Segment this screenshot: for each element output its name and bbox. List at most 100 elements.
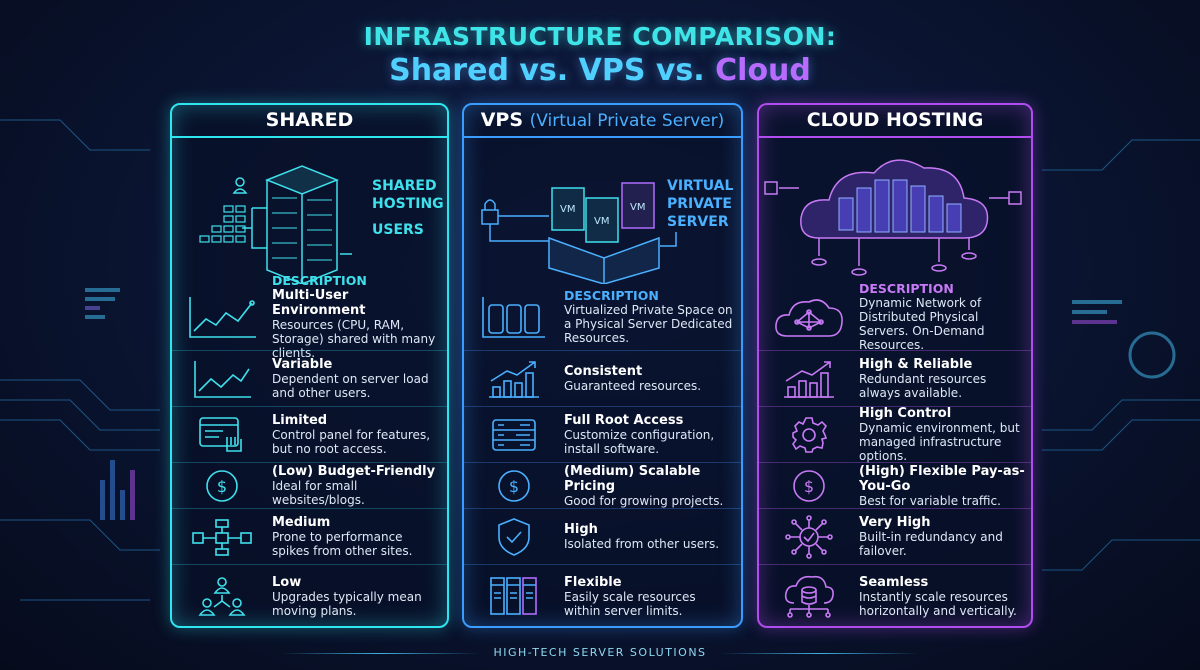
cloud-illustration xyxy=(759,138,1031,284)
row-description: Dynamic environment, but managed infrast… xyxy=(859,421,1020,463)
feature-text: Seamless Instantly scale resources horiz… xyxy=(859,575,1031,618)
vm-racks-icon xyxy=(464,575,564,617)
shared-server-illustration: SHARED HOSTING USERS xyxy=(172,138,447,284)
dollar-icon: $ xyxy=(759,468,859,504)
panel-vps: VPS (Virtual Private Server) VM VM VM VI… xyxy=(462,103,743,628)
virtual-machines-icon: VM VM VM xyxy=(481,182,677,284)
footer-tagline: HIGH-TECH SERVER SOLUTIONS xyxy=(493,646,707,659)
feature-text: (Medium) Scalable Pricing Good for growi… xyxy=(564,464,741,508)
illustration-label: HOSTING xyxy=(372,196,444,212)
title-cloud: Cloud xyxy=(715,53,811,88)
feature-text: Variable Dependent on server load and ot… xyxy=(272,357,447,400)
panel-shared: SHARED SHARED HOSTING USERS DESCRIPTION … xyxy=(170,103,449,628)
panel-title: CLOUD HOSTING xyxy=(806,109,984,131)
feature-row: DESCRIPTION Dynamic Network of Distribut… xyxy=(759,281,1031,352)
row-description: Isolated from other users. xyxy=(564,537,720,551)
row-title: Full Root Access xyxy=(564,413,684,428)
panel-title: SHARED xyxy=(265,109,354,131)
dollar-icon: $ xyxy=(464,468,564,504)
feature-row: High Isolated from other users. xyxy=(464,508,741,564)
feature-row: DESCRIPTION Multi-User Environment Resou… xyxy=(172,274,447,360)
feature-text: Medium Prone to performance spikes from … xyxy=(272,515,447,558)
feature-row: $ (Low) Budget-Friendly Ideal for small … xyxy=(172,462,447,508)
feature-row: Low Upgrades typically mean moving plans… xyxy=(172,564,447,627)
title-line-1: INFRASTRUCTURE COMPARISON: xyxy=(363,22,837,51)
feature-row: High Control Dynamic environment, but ma… xyxy=(759,406,1031,463)
row-description: Good for growing projects. xyxy=(564,493,724,508)
panel-title: VPS xyxy=(480,109,524,131)
feature-row: Variable Dependent on server load and ot… xyxy=(172,350,447,406)
feature-row: Consistent Guaranteed resources. xyxy=(464,350,741,406)
title-shared-vps: Shared vs. VPS vs. xyxy=(389,53,705,88)
cloud-database-icon xyxy=(759,573,859,619)
feature-text: Full Root Access Customize configuration… xyxy=(564,413,741,456)
row-description: Ideal for small websites/blogs. xyxy=(272,479,365,507)
users-icon xyxy=(172,575,272,617)
svg-text:$: $ xyxy=(217,477,227,496)
svg-text:$: $ xyxy=(509,477,519,496)
row-title: Medium xyxy=(272,515,331,530)
row-description: Easily scale resources within server lim… xyxy=(564,589,696,618)
dollar-icon: $ xyxy=(172,468,272,504)
vm-label: VM xyxy=(630,202,645,213)
feature-row: $ (High) Flexible Pay-as-You-Go Best for… xyxy=(759,462,1031,508)
illustration-label: SHARED xyxy=(372,178,437,194)
feature-text: Flexible Easily scale resources within s… xyxy=(564,575,741,618)
row-description: Customize configuration, install softwar… xyxy=(564,428,715,456)
hub-check-icon xyxy=(759,514,859,560)
config-panel-icon xyxy=(464,417,564,453)
circuit-decoration-left xyxy=(0,119,160,601)
row-description: Redundant resources always available. xyxy=(859,372,987,400)
illustration-label: SERVER xyxy=(667,214,729,230)
vm-label: VM xyxy=(594,216,609,227)
feature-text: High Control Dynamic environment, but ma… xyxy=(859,406,1031,463)
feature-row: High & Reliable Redundant resources alwa… xyxy=(759,350,1031,406)
feature-text: Very High Built-in redundancy and failov… xyxy=(859,515,1031,558)
shield-check-icon xyxy=(464,517,564,557)
row-description: Guaranteed resources. xyxy=(564,379,702,393)
feature-row: Medium Prone to performance spikes from … xyxy=(172,508,447,564)
panel-header: CLOUD HOSTING xyxy=(759,105,1031,138)
illustration-label: PRIVATE xyxy=(667,196,732,212)
row-title: High xyxy=(564,522,598,537)
row-title: (Medium) Scalable Pricing xyxy=(564,463,701,494)
feature-text: Low Upgrades typically mean moving plans… xyxy=(272,575,447,618)
trend-chart-icon xyxy=(172,359,272,399)
row-title: Limited xyxy=(272,413,328,428)
row-title: Very High xyxy=(859,515,931,530)
circuit-decoration-right xyxy=(1042,139,1200,571)
panel-cloud: CLOUD HOSTING DESCRIPTION Dynamic Networ… xyxy=(757,103,1033,628)
row-description: Upgrades typically mean moving plans. xyxy=(272,589,422,618)
line-chart-icon xyxy=(172,295,272,339)
feature-row: Very High Built-in redundancy and failov… xyxy=(759,508,1031,564)
row-title: Variable xyxy=(272,357,333,372)
flow-icon xyxy=(172,517,272,557)
row-heading: DESCRIPTION xyxy=(859,281,954,296)
footer-line-right xyxy=(720,653,920,654)
row-title: High & Reliable xyxy=(859,357,973,372)
panel-header: SHARED xyxy=(172,105,447,138)
row-title: Flexible xyxy=(564,574,622,590)
row-title: Low xyxy=(272,574,302,590)
row-description: Dependent on server load and other users… xyxy=(272,372,429,400)
row-description: Dynamic Network of Distributed Physical … xyxy=(859,296,985,352)
row-description: Virtualized Private Space on a Physical … xyxy=(564,303,733,345)
row-description: Prone to performance spikes from other s… xyxy=(272,530,413,558)
row-title: Seamless xyxy=(859,574,929,590)
bar-growth-icon xyxy=(759,359,859,399)
row-title: (Low) Budget-Friendly xyxy=(272,464,436,479)
server-tower-icon xyxy=(199,165,352,284)
row-title: High Control xyxy=(859,406,952,421)
feature-text: Limited Control panel for features, but … xyxy=(272,413,447,456)
row-title: Consistent xyxy=(564,364,643,379)
feature-text: (High) Flexible Pay-as-You-Go Best for v… xyxy=(859,464,1031,508)
row-description: Instantly scale resources horizontally a… xyxy=(859,589,1017,618)
row-description: Best for variable traffic. xyxy=(859,493,1001,508)
feature-row: Flexible Easily scale resources within s… xyxy=(464,564,741,627)
row-description: Control panel for features, but no root … xyxy=(272,428,431,456)
title-line-2: Shared vs. VPS vs. Cloud xyxy=(0,53,1200,88)
page-title: INFRASTRUCTURE COMPARISON: Shared vs. VP… xyxy=(0,22,1200,88)
cloud-network-icon xyxy=(759,294,859,340)
feature-row: $ (Medium) Scalable Pricing Good for gro… xyxy=(464,462,741,508)
illustration-label: USERS xyxy=(372,222,424,238)
